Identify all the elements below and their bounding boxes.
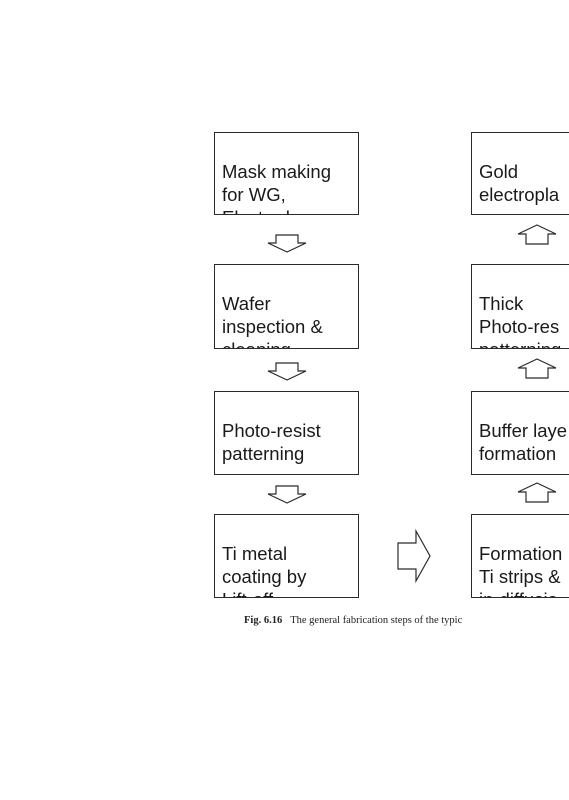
figure-caption: Fig. 6.16 The general fabrication steps o… [244,615,462,626]
arrow-down-icon [267,362,307,381]
arrow-up-icon [517,482,557,503]
step-mask-making: Mask making for WG, Electrodes [214,132,359,215]
step-label: Wafer inspection & cleaning [222,293,323,348]
step-label: Thick Photo-res patterning [479,293,561,348]
step-thick-photo-resist: Thick Photo-res patterning [471,264,569,349]
step-ti-metal-coating: Ti metal coating by Lift-off [214,514,359,598]
arrow-up-icon [517,358,557,379]
step-formation-ti-strips: Formation Ti strips & in-diffusio [471,514,569,598]
arrow-down-icon [267,485,307,504]
step-wafer-inspection: Wafer inspection & cleaning [214,264,359,349]
arrow-up-icon [517,224,557,245]
step-label: Buffer laye formation [479,420,568,464]
step-label: Formation Ti strips & in-diffusio [479,543,563,597]
step-label: Mask making for WG, Electrodes [222,161,331,214]
figure-number: Fig. 6.16 [244,615,283,626]
caption-text: The general fabrication steps of the typ… [290,615,463,626]
step-buffer-layer: Buffer laye formation [471,391,569,475]
step-photo-resist-patterning: Photo-resist patterning [214,391,359,475]
arrow-down-icon [267,234,307,253]
step-label: Photo-resist patterning [222,420,321,464]
step-label: Gold electropla [479,161,560,205]
step-gold-electroplating: Gold electropla [471,132,569,215]
step-label: Ti metal coating by Lift-off [222,543,307,597]
arrow-right-icon [397,528,431,584]
